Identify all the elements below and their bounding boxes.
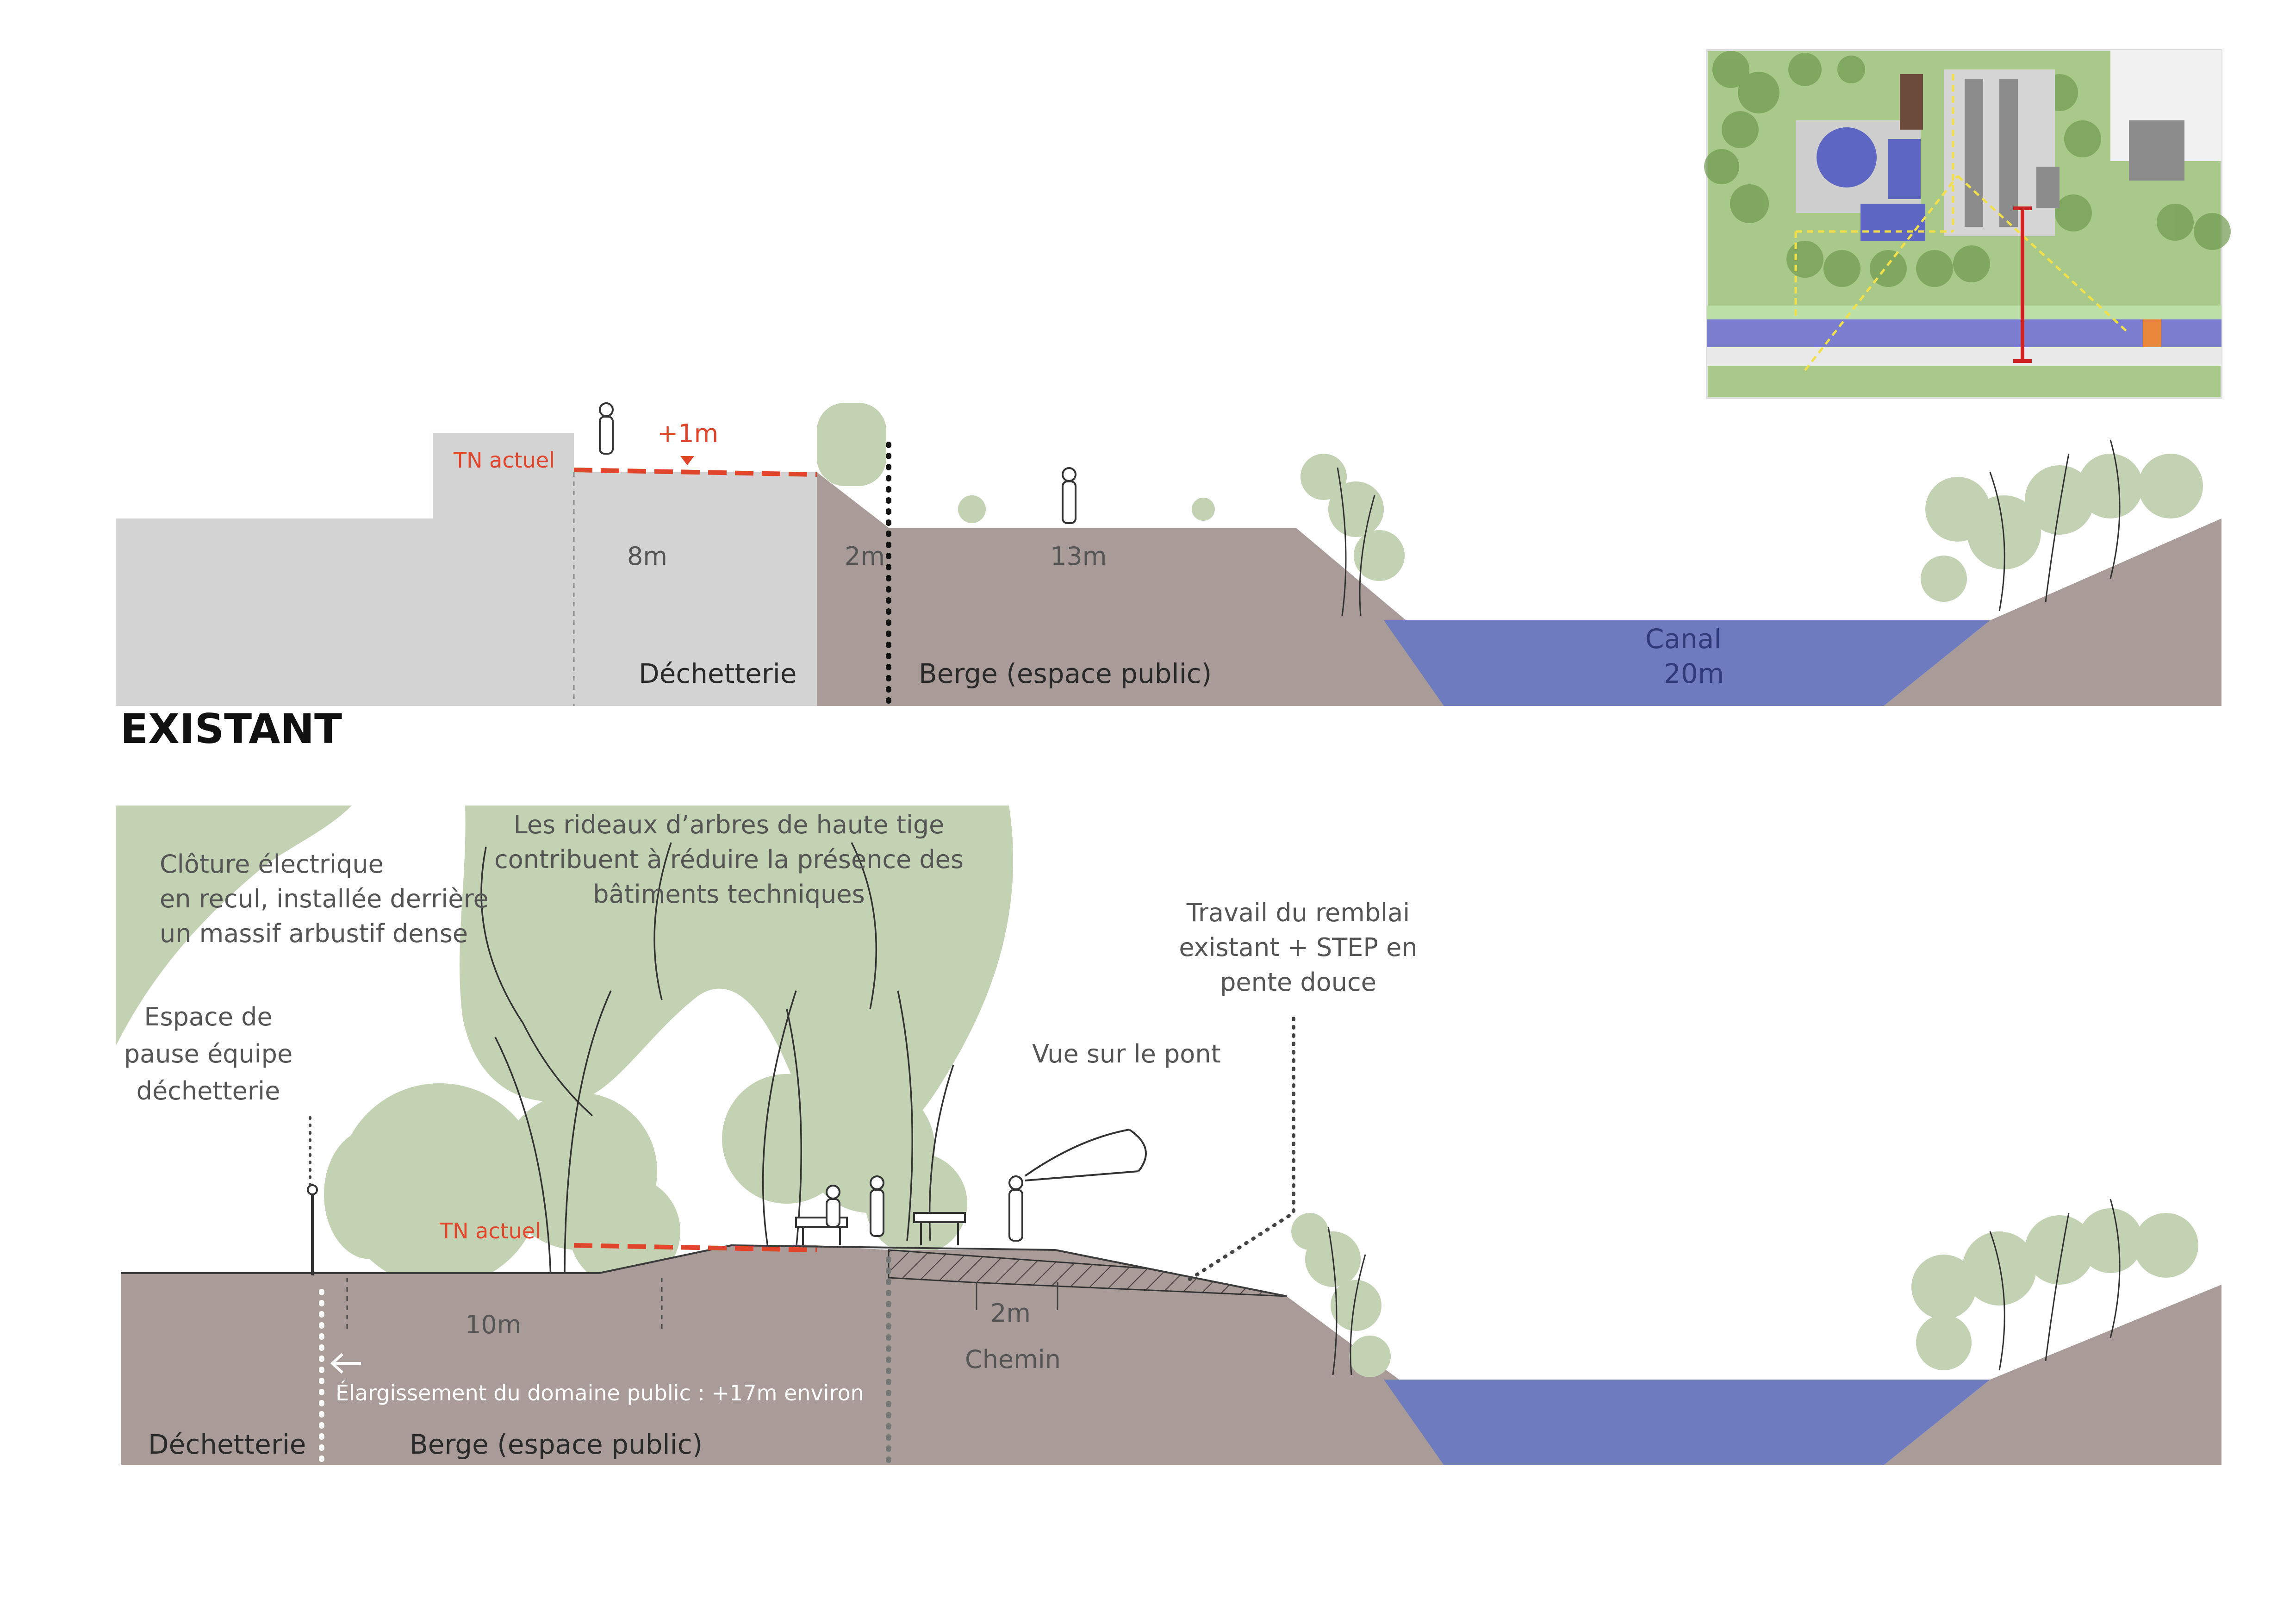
- note-fence-2: en recul, installée derrière: [160, 884, 489, 913]
- note-trees-1: Les rideaux d’arbres de haute tige: [514, 810, 945, 839]
- dim-13m: 13m: [1051, 542, 1107, 571]
- zone-berge-existing: Berge (espace public): [919, 658, 1212, 689]
- proposed-far-bank: [1884, 1285, 2221, 1465]
- tree-canopy-icon: [116, 806, 1014, 1287]
- note-pause-2: pause équipe: [124, 1039, 292, 1068]
- tn-line-existing: [573, 468, 817, 477]
- note-fence-1: Clôture électrique: [160, 849, 384, 879]
- proposed-section: Clôture électrique en recul, installée d…: [116, 806, 2221, 1468]
- note-remblai-2: existant + STEP en: [1179, 933, 1417, 962]
- raise-arrow-icon: [680, 456, 694, 465]
- dim-8m: 8m: [627, 542, 667, 571]
- proposed-canal-water: [1384, 1380, 1990, 1465]
- fence-post-icon: [307, 1184, 318, 1275]
- existing-building-mass: [116, 433, 817, 706]
- note-pause-3: déchetterie: [137, 1076, 280, 1106]
- path-label: Chemin: [965, 1345, 1061, 1374]
- dim-2m: 2m: [845, 542, 885, 571]
- tn-label-existing: TN actuel: [453, 448, 555, 473]
- person-icon-pause: [826, 1175, 884, 1237]
- existing-far-bank: [1884, 518, 2221, 706]
- person-icon-path: [1008, 1175, 1023, 1242]
- raise-label: +1m: [657, 419, 718, 448]
- tn-label-proposed: TN actuel: [439, 1218, 541, 1243]
- dim-10m: 10m: [465, 1310, 521, 1339]
- existing-heading: EXISTANT: [120, 705, 342, 753]
- canal-width: 20m: [1664, 658, 1724, 689]
- person-icon-existing: [599, 402, 614, 455]
- view-cone: [1024, 1129, 1147, 1181]
- note-pause-1: Espace de: [144, 1002, 272, 1031]
- widening-note: Élargissement du domaine public : +17m e…: [336, 1380, 864, 1405]
- zone-dechetterie-existing: Déchetterie: [639, 658, 797, 689]
- existing-section: TN actuel +1m 8m 2m 13m Déchetterie Berg…: [116, 402, 2221, 753]
- note-fence-3: un massif arbustif dense: [160, 919, 468, 948]
- canal-name: Canal: [1645, 623, 1721, 655]
- existing-canal-water: [1384, 620, 1990, 706]
- person-icon-existing-berge: [1062, 467, 1076, 524]
- proposed-ground: [121, 1245, 1444, 1465]
- note-remblai-1: Travail du remblai: [1186, 898, 1410, 927]
- dim-2m-proposed: 2m: [990, 1299, 1031, 1328]
- note-trees-3: bâtiments techniques: [593, 880, 865, 909]
- note-view: Vue sur le pont: [1032, 1039, 1221, 1068]
- zone-berge-proposed: Berge (espace public): [410, 1429, 703, 1460]
- note-trees-2: contribuent à réduire la présence des: [494, 845, 964, 874]
- tn-line-proposed: [573, 1243, 817, 1252]
- widening-arrow-icon: [330, 1353, 361, 1374]
- zone-dechetterie-proposed: Déchetterie: [148, 1429, 306, 1460]
- note-remblai-3: pente douce: [1220, 968, 1376, 997]
- locator-map: [1704, 49, 2231, 399]
